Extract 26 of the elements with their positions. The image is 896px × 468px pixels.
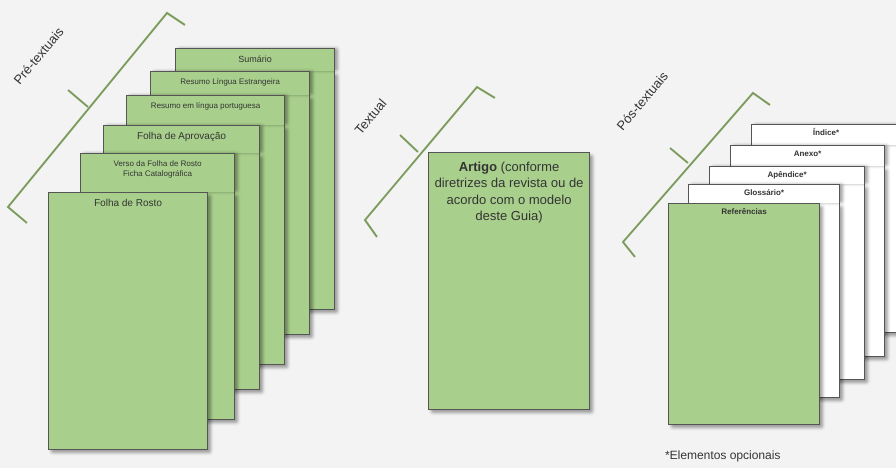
page-sheet [103, 125, 260, 153]
page-sheet [730, 145, 885, 166]
page-sheet [688, 184, 840, 203]
page-sheet [751, 124, 896, 145]
page-title: Anexo* [792, 149, 822, 159]
page-title: Artigo (conforme diretrizes da revista ou de acordo com o modelo deste Guia) [434, 159, 584, 224]
footnote: *Elementos opcionais [665, 448, 780, 462]
page-title: Glossário* [742, 188, 785, 198]
page-title: Sumário [237, 54, 273, 66]
page-title: Resumo Língua Estrangeira [179, 77, 281, 87]
page-title: Apêndice* [766, 170, 808, 180]
page-title: Índice* [812, 128, 840, 138]
page-sheet [709, 166, 865, 184]
page-title: Verso da Folha de Rosto [112, 159, 203, 169]
page-sheet [126, 95, 285, 125]
page-title: Folha de Aprovação [136, 131, 227, 144]
page-sheet [428, 152, 590, 410]
page-title: Resumo em língua portuguesa [150, 101, 262, 111]
page-sheet [175, 48, 335, 71]
page-sheet [668, 203, 820, 425]
page-title: Ficha Catalográfica [122, 169, 193, 179]
page-sheet [80, 153, 235, 192]
page-title: Referências [720, 207, 768, 217]
page-sheet [150, 71, 310, 95]
page-title: Folha de Rosto [93, 198, 163, 210]
page-sheet [48, 192, 208, 450]
